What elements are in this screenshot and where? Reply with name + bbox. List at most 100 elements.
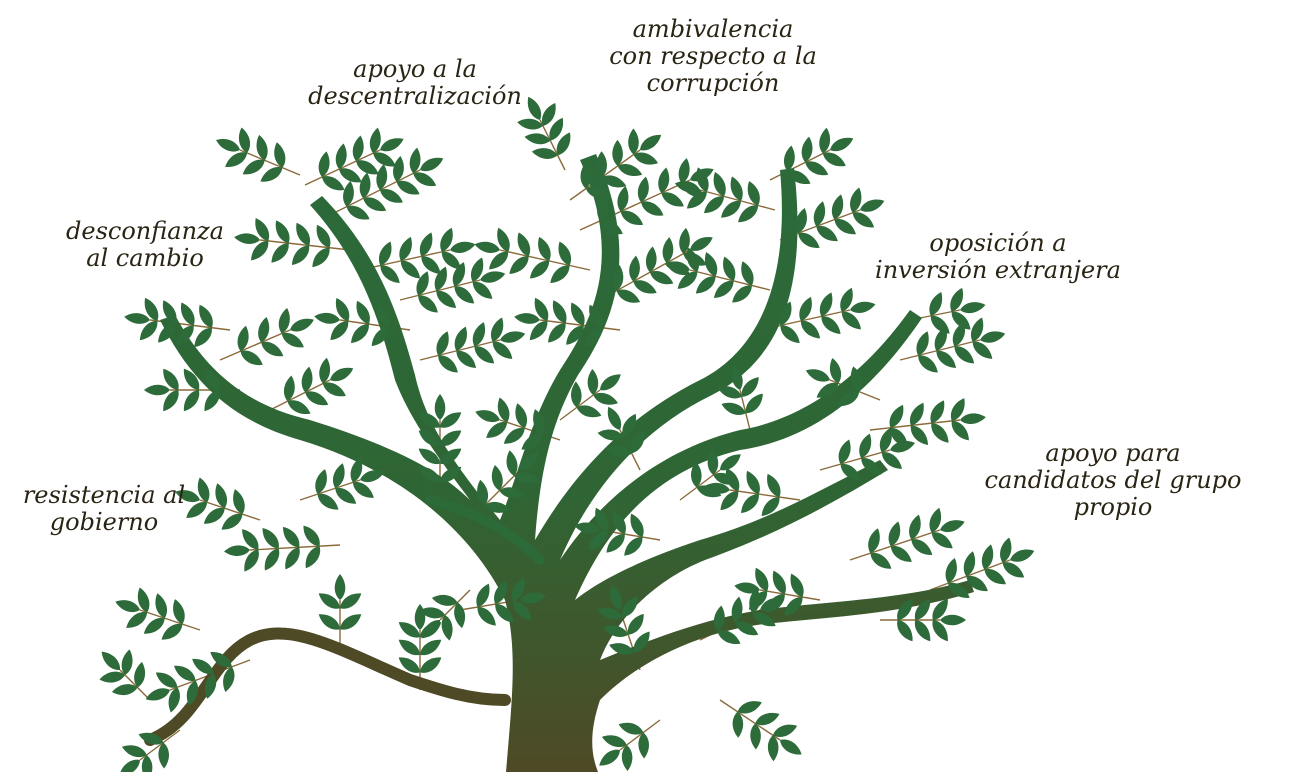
leaf <box>858 195 887 215</box>
branch-layer <box>144 154 974 772</box>
leaf <box>278 523 304 551</box>
label-oposicion-inversion: oposición a inversión extranjera <box>848 230 1148 284</box>
label-line: resistencia al <box>22 481 186 509</box>
leaf <box>377 134 406 155</box>
label-line: al cambio <box>86 244 204 272</box>
label-line: gobierno <box>49 508 159 536</box>
leaf <box>958 299 987 316</box>
lower-left-limb <box>144 627 511 746</box>
leaf <box>498 328 527 346</box>
leaf <box>732 711 744 738</box>
twig <box>729 489 801 501</box>
twig <box>699 189 776 211</box>
leaf <box>179 386 204 415</box>
leaf <box>848 299 877 316</box>
twig <box>849 529 941 561</box>
leaf <box>416 635 445 660</box>
label-line: apoyo para <box>1045 439 1181 467</box>
leaf <box>315 609 344 634</box>
leaf <box>638 732 650 759</box>
leaf <box>587 368 599 396</box>
leaf <box>893 616 917 645</box>
leaf <box>628 128 639 155</box>
twig <box>269 379 331 411</box>
leaf <box>603 404 625 433</box>
twig <box>259 239 351 251</box>
twig <box>419 339 501 361</box>
leaf <box>777 735 805 759</box>
twig <box>139 609 201 631</box>
twig <box>819 449 891 471</box>
leaf <box>478 268 507 286</box>
leaf <box>395 635 424 660</box>
leaf <box>737 490 763 517</box>
twig <box>869 419 961 431</box>
twig <box>569 149 641 201</box>
leaf <box>827 356 844 385</box>
leaf <box>1008 545 1037 565</box>
label-line: con respecto a la <box>609 42 817 70</box>
twig <box>689 269 771 291</box>
label-line: apoyo a la <box>353 55 477 83</box>
label-desconfianza-cambio: desconfianza al cambio <box>30 218 260 272</box>
leaf <box>596 370 624 395</box>
leaf <box>113 596 142 616</box>
leaf <box>327 363 356 385</box>
leaf <box>223 544 251 557</box>
leaf <box>158 742 170 769</box>
label-line: candidatos del grupo <box>984 466 1242 494</box>
leaf <box>473 239 502 256</box>
label-line: inversión extranjera <box>875 256 1121 284</box>
leaf <box>827 133 856 155</box>
twig <box>499 249 591 271</box>
twig <box>299 479 361 501</box>
leaf <box>336 609 365 634</box>
label-line: propio <box>1073 493 1153 521</box>
leaf <box>767 735 779 762</box>
leaf <box>596 745 624 770</box>
leaf <box>750 723 762 750</box>
leaf <box>97 647 124 674</box>
label-line: desconfianza <box>66 217 224 245</box>
twig <box>539 319 621 331</box>
leaf <box>299 522 324 550</box>
leaf <box>258 524 283 552</box>
leaf <box>143 685 172 705</box>
leaf <box>287 314 316 335</box>
leaf <box>978 328 1007 346</box>
leaf <box>803 365 832 385</box>
twig <box>719 699 781 741</box>
twig <box>899 339 981 361</box>
label-line: ambivalencia <box>632 15 794 43</box>
twig <box>399 279 481 301</box>
twig <box>304 149 381 186</box>
label-line: oposición a <box>929 229 1067 257</box>
leaf <box>123 311 151 326</box>
twig <box>329 169 421 216</box>
trunk <box>160 154 974 772</box>
leaf <box>144 384 170 396</box>
leaf <box>434 394 446 420</box>
twig <box>769 149 831 181</box>
twig <box>199 499 261 521</box>
twig <box>759 589 821 601</box>
twig <box>539 119 566 171</box>
leaf <box>334 574 346 600</box>
leaf <box>213 135 243 155</box>
leaf <box>910 616 935 645</box>
leaf <box>448 239 477 256</box>
twig <box>929 559 1011 591</box>
leaf <box>417 153 446 175</box>
label-apoyo-descentralizacion: apoyo a la descentralización <box>275 56 555 110</box>
leaf <box>416 653 445 677</box>
label-apoyo-candidatos: apoyo para candidatos del grupo propio <box>968 440 1258 521</box>
twig <box>249 544 341 551</box>
leaf <box>940 614 966 626</box>
leaf <box>636 130 665 155</box>
label-ambivalencia-corrupcion: ambivalencia con respecto a la corrupció… <box>588 16 838 97</box>
leaf <box>414 604 426 630</box>
twig <box>239 149 301 176</box>
leaf <box>959 411 987 426</box>
